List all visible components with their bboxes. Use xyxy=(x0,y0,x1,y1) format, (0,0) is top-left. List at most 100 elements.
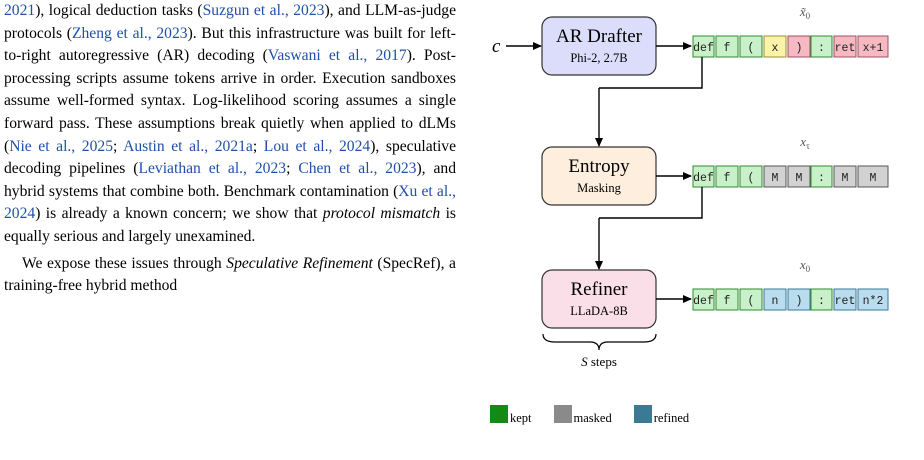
citation-link[interactable]: Nie et al., 2025 xyxy=(9,137,113,155)
citation-link[interactable]: Vaswani et al., 2017 xyxy=(267,47,407,65)
token-cell xyxy=(857,35,889,58)
paragraph-1: 2021), logical deduction tasks (Suzgun e… xyxy=(4,0,456,249)
legend: kept masked refined xyxy=(490,405,711,425)
token-text: n*2 xyxy=(863,295,884,308)
token-text: ( xyxy=(748,295,755,308)
text-span: ; xyxy=(113,137,124,155)
token-cell xyxy=(857,288,889,311)
legend-label-refined: refined xyxy=(653,411,690,425)
token-cell xyxy=(715,288,739,311)
token-cell xyxy=(857,165,889,188)
token-cell xyxy=(763,35,787,58)
citation-link[interactable]: 2021 xyxy=(4,2,36,19)
token-text: n xyxy=(772,295,779,308)
refined-swatch xyxy=(633,405,652,423)
stage-subtitle: Phi-2, 2.7B xyxy=(570,51,627,65)
stage-title: AR Drafter xyxy=(556,26,643,47)
token-cell xyxy=(715,35,739,58)
paragraph-2: We expose these issues through Speculati… xyxy=(4,253,456,298)
token-text: f xyxy=(724,295,731,308)
token-text: ( xyxy=(748,172,755,185)
token-cell xyxy=(833,288,857,311)
token-cell xyxy=(787,165,811,188)
legend-item-masked: masked xyxy=(553,405,612,425)
text-span: ), and hybrid systems that combine both.… xyxy=(4,160,456,200)
token-text: M xyxy=(796,172,803,185)
token-cell xyxy=(833,35,857,58)
citation-link[interactable]: Leviathan et al., 2023 xyxy=(138,160,287,178)
token-text: f xyxy=(724,172,731,185)
text-span: (SpecRef), a training-free hybrid method xyxy=(4,254,456,295)
steps-brace xyxy=(542,333,657,351)
citation-link[interactable]: Suzgun et al., 2023 xyxy=(202,2,325,19)
token-text: x xyxy=(772,42,779,55)
token-cell xyxy=(739,288,763,311)
token-text: ret xyxy=(835,295,856,308)
sequence-label: xτ xyxy=(799,134,810,151)
token-cell xyxy=(810,165,833,188)
token-cell xyxy=(692,165,715,188)
token-cell xyxy=(810,288,833,311)
sequence-label-subscript: τ xyxy=(806,141,810,151)
stage-title: Entropy xyxy=(568,156,630,177)
body-text-column: 2021), logical deduction tasks (Suzgun e… xyxy=(4,0,456,298)
steps-word: steps xyxy=(588,354,617,369)
token-text: def xyxy=(693,172,714,185)
masked-swatch xyxy=(553,405,572,423)
legend-label-masked: masked xyxy=(573,411,612,425)
stage-subtitle: Masking xyxy=(577,181,622,195)
citation-link[interactable]: Zheng et al., 2023 xyxy=(71,24,188,42)
citation-link[interactable]: Austin et al., 2021a xyxy=(123,137,253,155)
sequence-label: x̃0 xyxy=(799,4,811,21)
citation-link[interactable]: Chen et al., 2023 xyxy=(298,160,417,178)
text-span: ), logical deduction tasks ( xyxy=(35,2,203,19)
token-text: f xyxy=(724,42,731,55)
stage-title: Refiner xyxy=(571,279,629,300)
sequence-label-subscript: 0 xyxy=(806,11,811,21)
token-cell xyxy=(692,288,715,311)
legend-item-kept: kept xyxy=(490,405,532,425)
token-text: M xyxy=(870,172,877,185)
masking-sequence-connector xyxy=(599,187,703,219)
token-cell xyxy=(715,165,739,188)
sequence-label: x0 xyxy=(799,257,811,274)
input-context-label: c xyxy=(492,36,501,57)
kept-swatch xyxy=(490,405,508,423)
token-cell xyxy=(763,165,787,188)
steps-label: S steps xyxy=(581,354,617,369)
token-cell xyxy=(810,35,833,58)
text-span: ) is already a known concern; we show th… xyxy=(35,205,323,223)
text-span: is equally serious and largely unexamine… xyxy=(4,205,456,245)
token-text: ) xyxy=(796,295,803,308)
token-cell xyxy=(739,165,763,188)
citation-link[interactable]: Xu et al., 2024 xyxy=(4,182,456,223)
token-text: def xyxy=(693,42,714,55)
emphasis-text: protocol mismatch xyxy=(322,205,441,223)
token-cell xyxy=(763,288,787,311)
token-text: : xyxy=(818,172,825,185)
token-text: ret xyxy=(835,42,856,55)
token-text: : xyxy=(818,295,825,308)
token-cell xyxy=(833,165,857,188)
citation-link[interactable]: Lou et al., 2024 xyxy=(263,137,371,155)
token-cell xyxy=(692,35,715,58)
token-text: : xyxy=(818,42,825,55)
token-text: ) xyxy=(796,42,803,55)
token-text: x+1 xyxy=(863,42,884,55)
token-text: M xyxy=(772,172,779,185)
sequence-label-subscript: 0 xyxy=(806,264,811,274)
token-cell xyxy=(787,288,811,311)
text-span: ; xyxy=(286,160,299,178)
stage-subtitle: LLaDA-8B xyxy=(570,304,628,318)
emphasis-text: Speculative Refinement xyxy=(226,254,373,272)
legend-item-refined: refined xyxy=(633,405,690,425)
token-cell xyxy=(787,35,811,58)
text-span: ). Post-processing scripts assume tokens… xyxy=(4,47,457,155)
text-span: ), and LLM-as-judge protocols ( xyxy=(4,2,456,42)
legend-label-kept: kept xyxy=(510,411,532,425)
token-text: def xyxy=(693,295,714,308)
text-span: We expose these issues through xyxy=(22,254,227,272)
text-span: ), speculative decoding pipelines ( xyxy=(4,137,457,178)
token-text: M xyxy=(842,172,849,185)
